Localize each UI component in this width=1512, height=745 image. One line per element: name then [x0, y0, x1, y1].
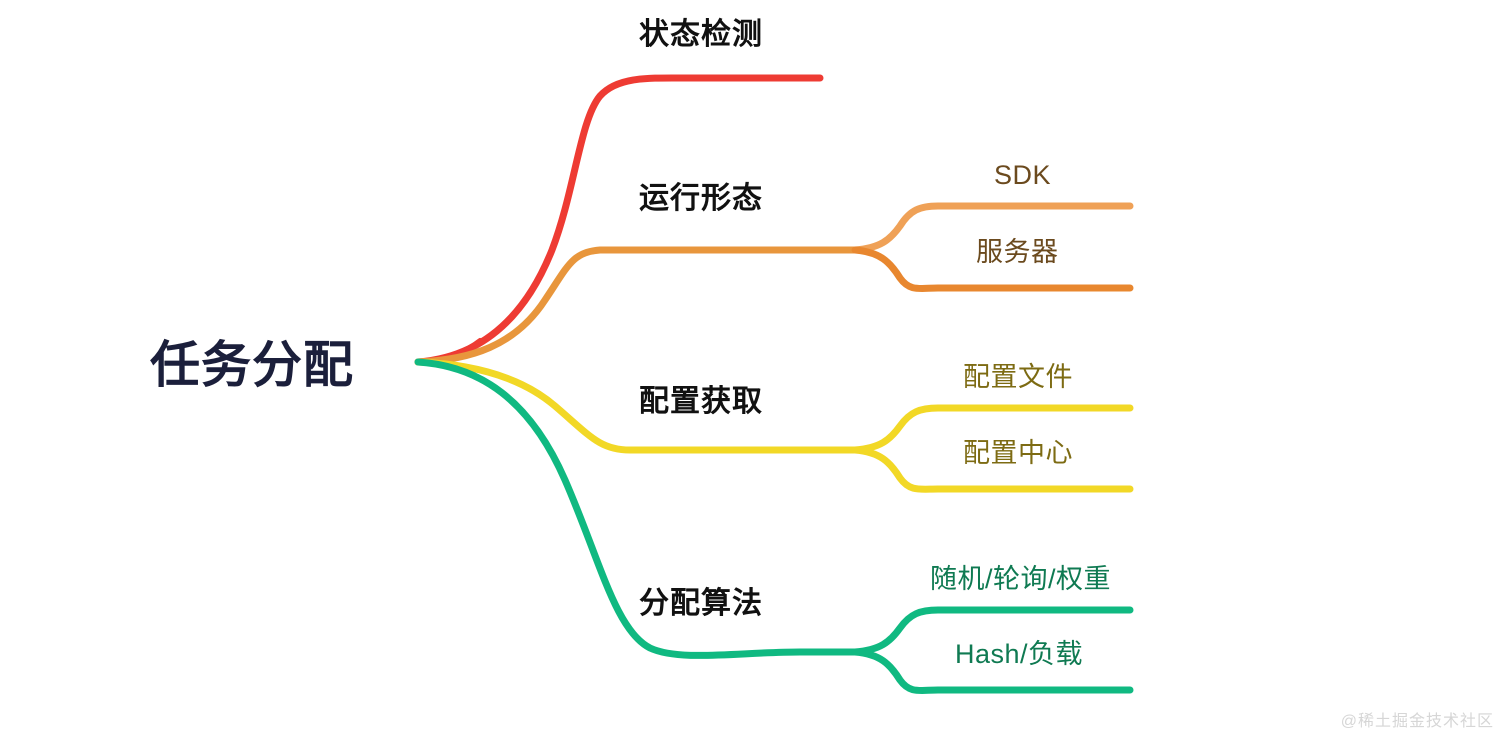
leaf-label-random-roundrobin-weight[interactable]: 随机/轮询/权重 [930, 564, 1112, 594]
leaf-label-hash-load[interactable]: Hash/负载 [955, 639, 1084, 669]
branch-line-red [414, 74, 824, 366]
leaf-label-sdk[interactable]: SDK [994, 160, 1052, 190]
leaf-label-config-file[interactable]: 配置文件 [963, 362, 1073, 392]
branch-line-orange [414, 246, 859, 366]
branch-label-allocation-algorithm[interactable]: 分配算法 [639, 587, 763, 620]
connector-allocation-algorithm [414, 358, 1134, 695]
subbranch-line-green-bottom [851, 648, 1134, 695]
watermark: @稀土掘金技术社区 [1340, 713, 1494, 730]
connector-running-form [414, 202, 1134, 366]
branch-line-green [414, 358, 859, 659]
connector-config-fetch [414, 358, 1134, 493]
connector-status-detection [414, 74, 824, 366]
subbranch-line-green-top [851, 606, 1134, 656]
leaf-label-server[interactable]: 服务器 [976, 237, 1059, 267]
branch-label-running-form[interactable]: 运行形态 [639, 182, 763, 215]
branch-label-status-detection[interactable]: 状态检测 [639, 18, 763, 51]
leaf-label-config-center[interactable]: 配置中心 [963, 438, 1073, 468]
subbranch-line-orange-top [851, 202, 1134, 254]
branch-label-config-fetch[interactable]: 配置获取 [639, 385, 763, 418]
subbranch-line-orange-bottom [851, 246, 1134, 293]
branch-line-yellow [414, 358, 859, 454]
root-node-label[interactable]: 任务分配 [150, 337, 354, 393]
subbranch-line-yellow-top [851, 404, 1134, 454]
subbranch-line-yellow-bottom [851, 446, 1134, 493]
